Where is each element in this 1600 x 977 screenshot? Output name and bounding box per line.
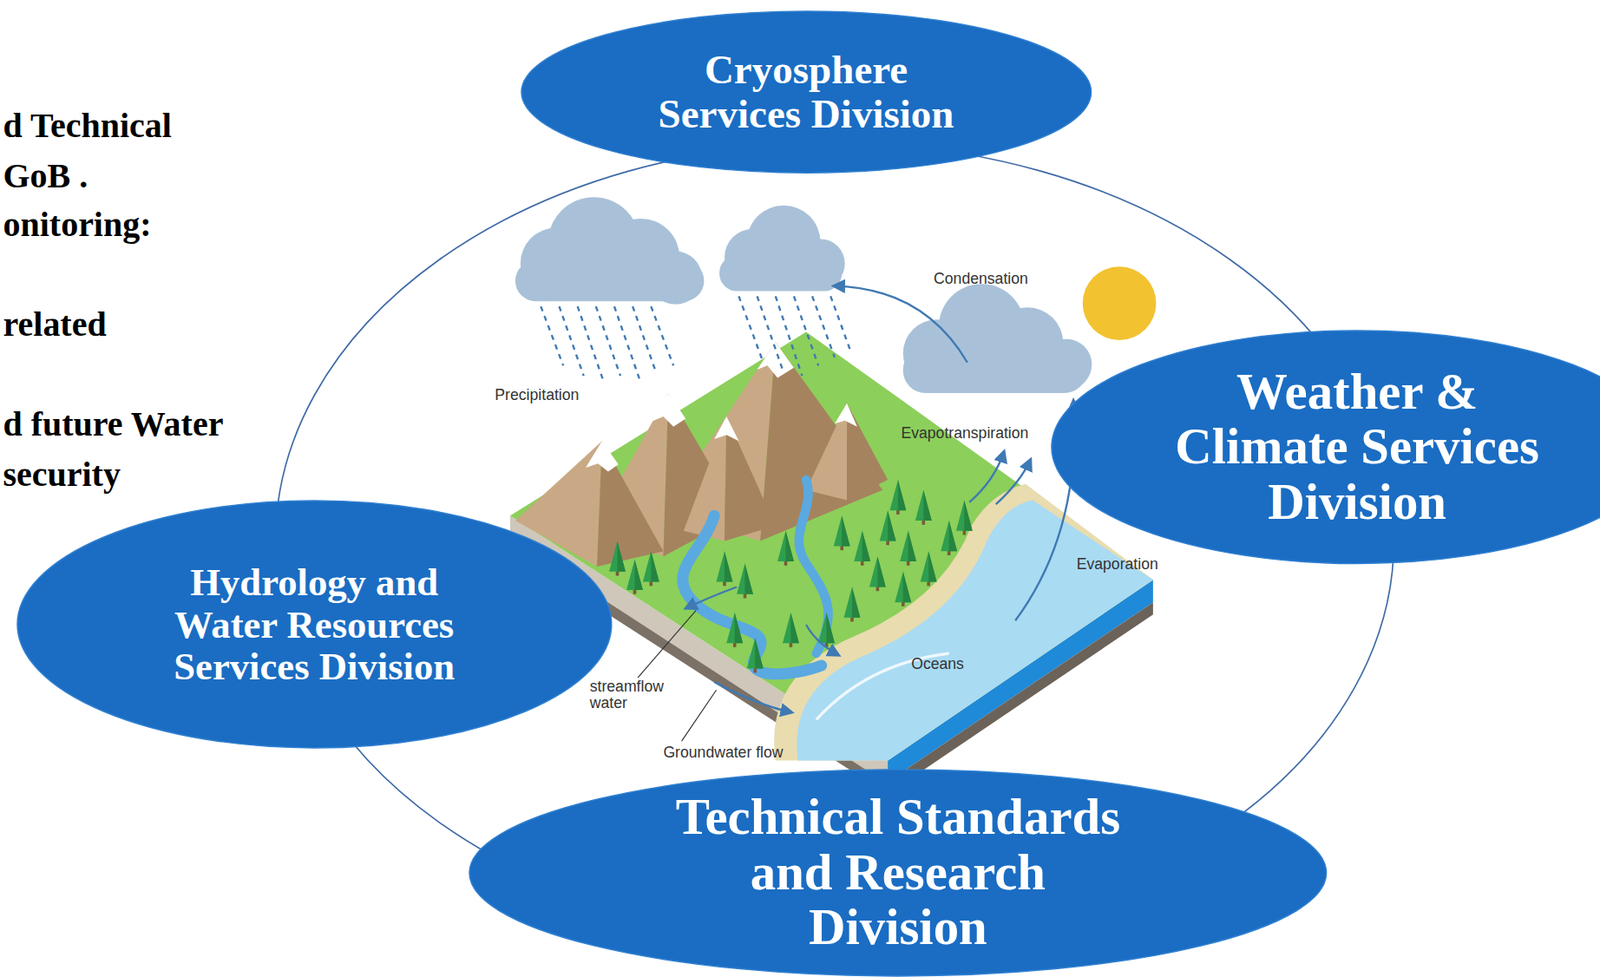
side-text: onitoring: <box>3 203 152 245</box>
side-text: related <box>3 303 107 345</box>
illustration-use <box>782 612 800 648</box>
illustration-use <box>869 556 886 591</box>
illustration-circle <box>795 238 845 288</box>
process-label: Groundwater flow <box>662 744 783 761</box>
process-arrows <box>685 286 1075 714</box>
illustration-use <box>609 541 626 577</box>
process-label: Oceans <box>911 655 964 673</box>
illustration-path <box>969 451 1004 503</box>
illustration-use <box>642 550 660 586</box>
ocean <box>796 500 1154 761</box>
land-surface <box>510 331 1154 761</box>
ellipse-shape <box>1051 330 1600 564</box>
illustration-polygon <box>650 393 686 427</box>
ellipse-shape <box>521 11 1092 173</box>
division-ellipse: Weather & Climate Services Division <box>1050 329 1600 564</box>
ellipse-shape <box>469 769 1327 977</box>
illustration-polygon <box>585 440 619 472</box>
process-label: Precipitation <box>494 386 579 404</box>
process-label: Condensation <box>933 270 1029 288</box>
side-text: d Technical <box>3 104 172 146</box>
illustration-path <box>833 286 968 363</box>
process-label: Evaporation <box>1076 556 1159 573</box>
side-text: GoB . <box>3 155 89 197</box>
illustration-polygon <box>834 403 858 427</box>
trees <box>609 479 973 673</box>
illustration-path <box>714 681 792 713</box>
illustration-use <box>894 571 912 607</box>
illustration-use <box>716 550 734 586</box>
division-ellipse: Hydrology and Water Resources Services D… <box>16 499 613 749</box>
division-name: Hydrology and Water Resources Services D… <box>157 561 471 688</box>
illustration-use <box>889 479 906 515</box>
illustration-path <box>637 610 696 679</box>
illustration-use <box>879 510 897 545</box>
illustration-use <box>940 520 958 556</box>
illustration-use <box>777 531 794 566</box>
division-name: Technical Standards and Research Divisio… <box>663 789 1133 956</box>
illustration-use <box>736 563 754 598</box>
illustration-use <box>915 490 932 525</box>
illustration-path <box>806 624 840 656</box>
ellipse-shape <box>17 500 612 748</box>
process-label: Evapotranspiration <box>900 425 1029 442</box>
side-text: d future Water <box>3 403 224 445</box>
division-ellipse: Cryosphere Services Division <box>520 10 1093 174</box>
illustration-path <box>685 586 737 609</box>
division-name: Cryosphere Services Division <box>641 47 971 137</box>
process-label: streamflow water <box>590 678 672 711</box>
clouds <box>515 196 1092 394</box>
illustration-use <box>853 531 871 566</box>
division-ellipse: Technical Standards and Research Divisio… <box>468 768 1328 977</box>
illustration-polygon <box>714 416 739 441</box>
sun <box>1082 266 1157 341</box>
illustration-path <box>681 689 717 741</box>
illustration-use <box>920 550 938 586</box>
illustration-use <box>844 586 861 622</box>
illustration-use <box>726 612 743 648</box>
division-name: Weather & Climate Services Division <box>1160 364 1555 531</box>
illustration-circle <box>1041 339 1093 391</box>
side-text: security <box>3 453 121 495</box>
rain <box>540 295 852 383</box>
leader-lines <box>637 610 717 742</box>
illustration-use <box>899 531 917 566</box>
illustration-use <box>956 500 973 536</box>
illustration-path <box>996 459 1031 505</box>
illustration-circle <box>649 251 702 305</box>
illustration-use <box>626 559 643 595</box>
illustration-use <box>833 515 851 551</box>
illustration-use <box>747 637 764 673</box>
